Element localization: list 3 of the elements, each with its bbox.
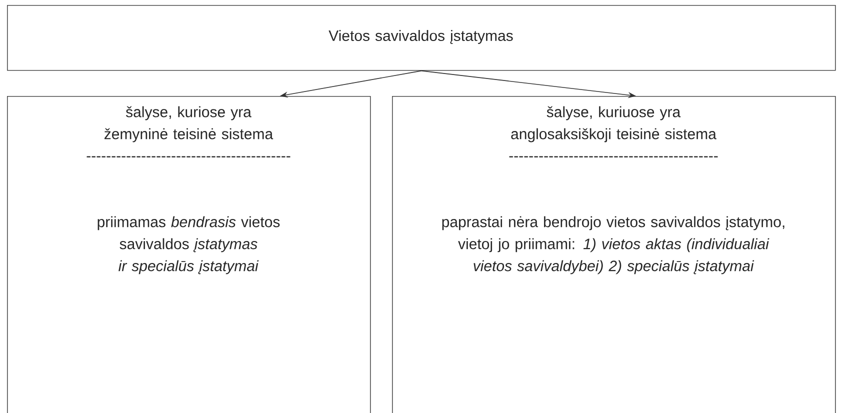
- text-box: šalyse, kuriuose yra anglosaksiškoji teisinė sistema ------------------------------------------ paprastai nėra bendrojo vietos savivaldos įstatymo, vietoj jo priimami: 1) vietos aktas (individualiai vietos savivaldybei) 2) specialūs įstatymai: [392, 96, 836, 413]
- text-box: Vietos savivaldos įstatymas: [7, 5, 836, 71]
- text-box: šalyse, kuriose yra žemyninė teisinė sistema ----------------------------------------- priimamas bendrasis vietos savivaldos įstatymas ir specialūs įstatymai: [7, 96, 371, 413]
